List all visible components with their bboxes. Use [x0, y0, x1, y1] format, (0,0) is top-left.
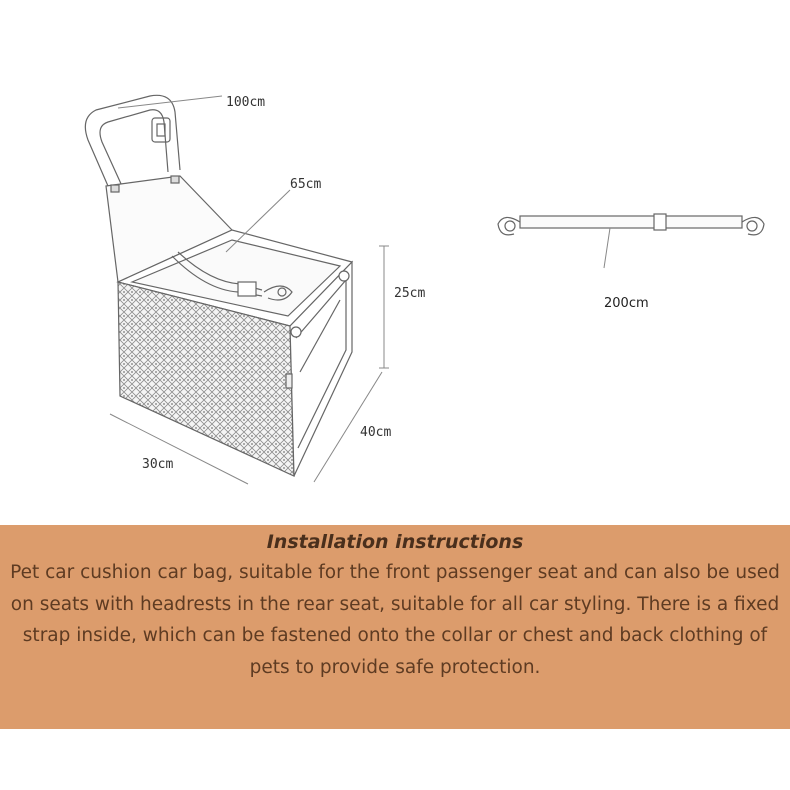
- bottom-margin: [0, 729, 790, 790]
- dimension-depth: 40cm: [313, 371, 391, 483]
- instructions-panel: Installation instructions Pet car cushio…: [0, 525, 790, 729]
- instructions-title: Installation instructions: [266, 531, 524, 553]
- product-diagram: 100cm 65cm 25cm 40cm 30cm 200cm: [84, 94, 765, 485]
- dimension-leash: 65cm: [225, 177, 321, 253]
- dimension-width-label: 30cm: [142, 457, 173, 472]
- dimension-belt-label: 200cm: [604, 296, 649, 311]
- dimension-strap-label: 100cm: [226, 95, 265, 110]
- headrest-strap: [84, 94, 181, 187]
- dimension-width: 30cm: [109, 413, 249, 485]
- dimension-strap: 100cm: [117, 95, 265, 110]
- dimension-depth-label: 40cm: [360, 425, 391, 440]
- dimension-leash-label: 65cm: [290, 177, 321, 192]
- box-front: [285, 260, 353, 477]
- dimension-height: 25cm: [379, 245, 425, 369]
- seat-belt-strap: [497, 213, 765, 269]
- instructions-body: Pet car cushion car bag, suitable for th…: [10, 562, 780, 678]
- inner-leash: [171, 251, 293, 301]
- dimension-height-label: 25cm: [394, 286, 425, 301]
